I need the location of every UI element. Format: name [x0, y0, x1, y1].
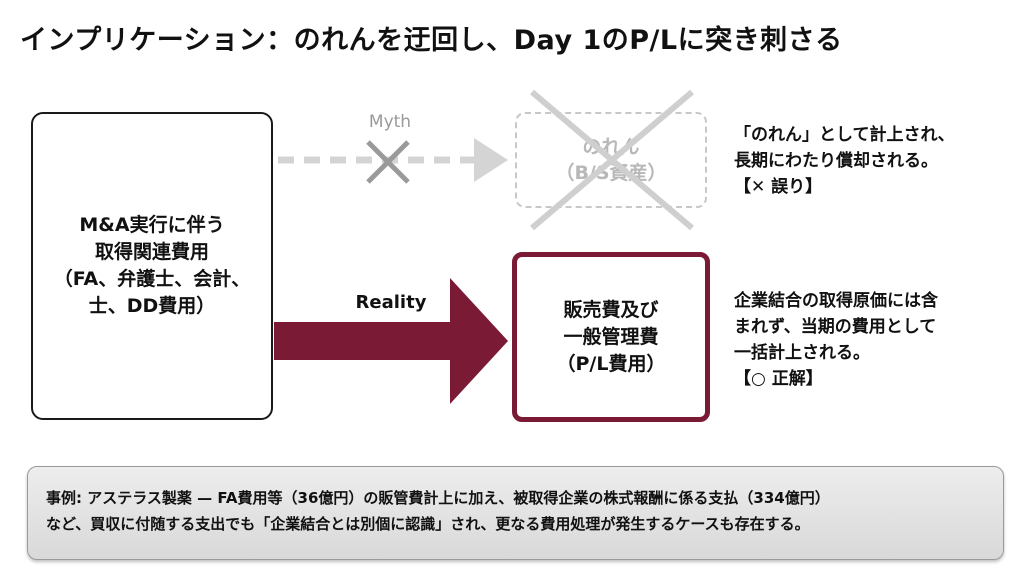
example-callout: 事例: アステラス製薬 — FA費用等（36億円）の販管費計上に加え、被取得企業… — [27, 466, 1004, 560]
example-lead: 事例: — [46, 489, 82, 507]
example-line-1: 事例: アステラス製薬 — FA費用等（36億円）の販管費計上に加え、被取得企業… — [46, 485, 985, 511]
myth-arrow — [278, 138, 508, 182]
acquisition-cost-text: M&A実行に伴う 取得関連費用 （FA、弁護士、会計、 士、DD費用） — [53, 214, 251, 317]
reality-note: 企業結合の取得原価には含 まれず、当期の費用として 一括計上される。 【○ 正解… — [734, 291, 938, 389]
example-line-1-text: アステラス製薬 — FA費用等（36億円）の販管費計上に加え、被取得企業の株式報… — [82, 489, 830, 507]
sga-expense-box: 販売費及び 一般管理費 （P/L費用） — [512, 252, 710, 422]
reality-label: Reality — [355, 292, 427, 313]
myth-label: Myth — [368, 112, 412, 132]
myth-note: 「のれん」として計上され、 長期にわたり償却される。 【✕ 誤り】 — [734, 125, 955, 197]
myth-cross-icon — [366, 140, 410, 184]
page-title: インプリケーション：のれんを迂回し、Day 1のP/Lに突き刺さる — [20, 25, 843, 56]
example-line-2: など、買収に付随する支出でも「企業結合とは別個に認識」され、更なる費用処理が発生… — [46, 515, 810, 533]
sga-expense-text: 販売費及び 一般管理費 （P/L費用） — [556, 298, 666, 375]
acquisition-cost-box: M&A実行に伴う 取得関連費用 （FA、弁護士、会計、 士、DD費用） — [31, 112, 273, 420]
reality-arrow — [274, 278, 508, 404]
